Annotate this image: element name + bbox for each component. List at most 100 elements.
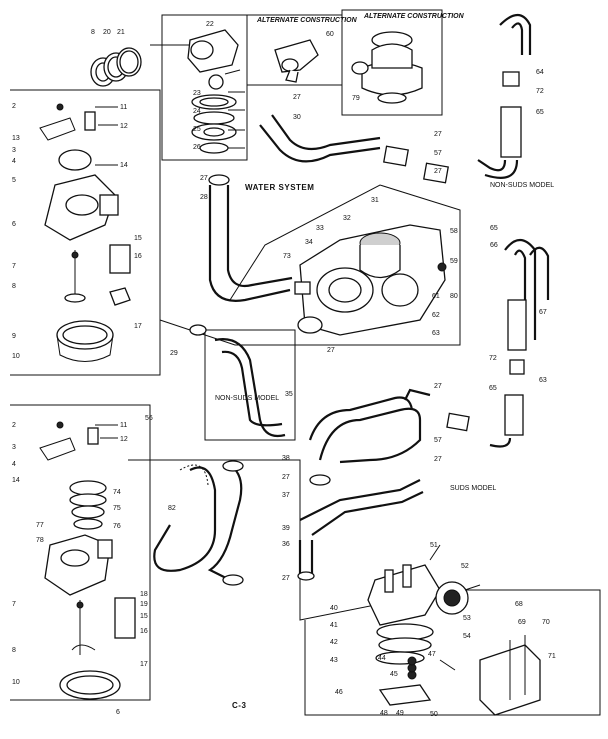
callout: 17 bbox=[140, 661, 148, 668]
callout: 52 bbox=[461, 563, 469, 570]
callout: 27 bbox=[293, 94, 301, 101]
alternate-construction-housing bbox=[351, 31, 423, 104]
callout: 45 bbox=[390, 671, 398, 678]
callout: 67 bbox=[539, 309, 547, 316]
callout: 23 bbox=[193, 90, 201, 97]
callout: 8 bbox=[91, 29, 95, 36]
leader-lines bbox=[95, 44, 481, 671]
callout: 46 bbox=[335, 689, 343, 696]
callout: 64 bbox=[536, 69, 544, 76]
callout: 21 bbox=[117, 29, 125, 36]
drain-hose-corrugated bbox=[153, 460, 244, 586]
callout: 27 bbox=[434, 456, 442, 463]
callout: 2 bbox=[12, 422, 16, 429]
panel-borders bbox=[10, 9, 601, 716]
non-suds-hose-center bbox=[189, 324, 286, 438]
callout: 44 bbox=[378, 655, 386, 662]
callout: 65 bbox=[490, 225, 498, 232]
callout: 18 bbox=[140, 591, 148, 598]
callout: 4 bbox=[12, 461, 16, 468]
left-lower-pump bbox=[39, 421, 136, 700]
callout: 51 bbox=[430, 542, 438, 549]
callout: 35 bbox=[285, 391, 293, 398]
callout: 66 bbox=[490, 242, 498, 249]
callout: 69 bbox=[518, 619, 526, 626]
callout: 19 bbox=[140, 601, 148, 608]
callout: 57 bbox=[434, 437, 442, 444]
callout: 11 bbox=[120, 422, 127, 429]
callout: 78 bbox=[36, 537, 44, 544]
callout: 27 bbox=[282, 575, 290, 582]
callout: 43 bbox=[330, 657, 338, 664]
callout: 37 bbox=[282, 492, 290, 499]
callout: 22 bbox=[206, 21, 214, 28]
callout: 63 bbox=[539, 377, 547, 384]
pump-cover-assembly bbox=[187, 29, 239, 154]
callout: 14 bbox=[120, 162, 128, 169]
callout: 56 bbox=[145, 415, 153, 422]
callout: 9 bbox=[12, 333, 16, 340]
callout: 34 bbox=[305, 239, 313, 246]
callout: 63 bbox=[432, 330, 440, 337]
callout: 57 bbox=[434, 150, 442, 157]
non-suds-model-center-label: NON-SUDS MODEL bbox=[215, 395, 279, 402]
callout: 4 bbox=[12, 158, 16, 165]
callout: 59 bbox=[450, 258, 458, 265]
callout: 60 bbox=[326, 31, 334, 38]
callout: 27 bbox=[434, 383, 442, 390]
callout: 58 bbox=[450, 228, 458, 235]
callout: 12 bbox=[120, 123, 128, 130]
callout: 27 bbox=[327, 347, 335, 354]
callout: 6 bbox=[12, 221, 16, 228]
suds-model-label: SUDS MODEL bbox=[450, 485, 496, 492]
callout: 82 bbox=[168, 505, 176, 512]
callout: 3 bbox=[12, 444, 16, 451]
callout: 25 bbox=[193, 126, 201, 133]
callout-numbers: 8 20 21 22 23 24 25 26 60 79 64 72 65 27… bbox=[12, 21, 556, 718]
callout: 77 bbox=[36, 522, 44, 529]
callout: 62 bbox=[432, 312, 440, 319]
callout: 2 bbox=[12, 103, 16, 110]
callout: 41 bbox=[330, 622, 338, 629]
callout: 24 bbox=[193, 108, 201, 115]
non-suds-hose-top bbox=[477, 13, 532, 179]
alternate-construction-label-2: ALTERNATE CONSTRUCTION bbox=[363, 13, 465, 20]
callout: 13 bbox=[12, 135, 20, 142]
callout: 28 bbox=[200, 194, 208, 201]
callout: 79 bbox=[352, 95, 360, 102]
callout: 74 bbox=[113, 489, 121, 496]
callout: 40 bbox=[330, 605, 338, 612]
callout: 5 bbox=[12, 177, 16, 184]
water-system-hoses bbox=[208, 114, 449, 302]
non-suds-model-right-label: NON-SUDS MODEL bbox=[490, 182, 554, 189]
callout: 75 bbox=[113, 505, 121, 512]
callout: 3 bbox=[12, 147, 16, 154]
water-system-label: WATER SYSTEM bbox=[245, 183, 314, 192]
callout: 65 bbox=[489, 385, 497, 392]
callout: 10 bbox=[12, 353, 20, 360]
callout: 30 bbox=[293, 114, 301, 121]
callout: 80 bbox=[450, 293, 458, 300]
alternate-construction-label-1: ALTERNATE CONSTRUCTION bbox=[256, 17, 358, 24]
callout: 72 bbox=[489, 355, 497, 362]
callout: 61 bbox=[432, 293, 440, 300]
callout: 65 bbox=[536, 109, 544, 116]
bottom-motor-assembly bbox=[367, 564, 469, 706]
callout: 27 bbox=[200, 175, 208, 182]
callout: 6 bbox=[116, 709, 120, 716]
callout: 71 bbox=[548, 653, 556, 660]
callout: 27 bbox=[282, 474, 290, 481]
callout: 33 bbox=[316, 225, 324, 232]
callout: 20 bbox=[103, 29, 111, 36]
callout: 53 bbox=[463, 615, 471, 622]
callout: 29 bbox=[170, 350, 178, 357]
callout: 42 bbox=[330, 639, 338, 646]
callout: 49 bbox=[396, 710, 404, 717]
seal-rings-group bbox=[90, 47, 142, 87]
callout: 15 bbox=[140, 613, 148, 620]
callout: 8 bbox=[12, 647, 16, 654]
alternate-construction-fitting bbox=[274, 39, 319, 83]
callout: 27 bbox=[434, 168, 442, 175]
